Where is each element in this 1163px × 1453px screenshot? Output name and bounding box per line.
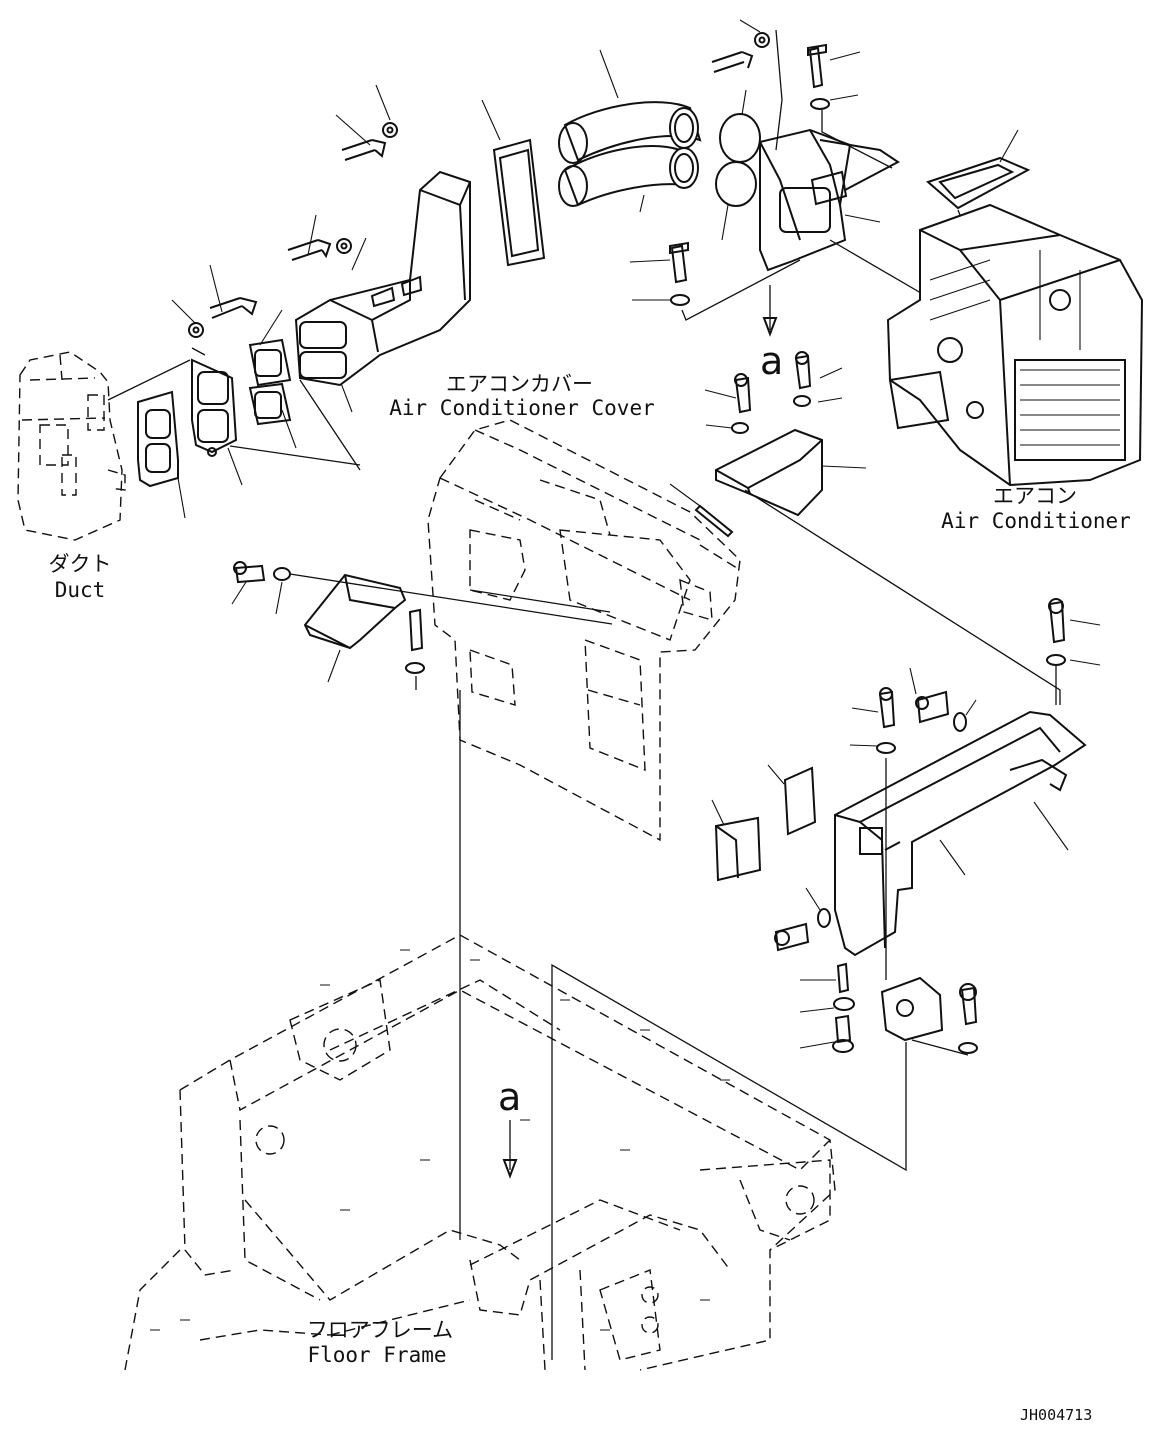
air-conditioner-cover [427, 419, 741, 842]
ac-label-jp: エアコン [993, 484, 1077, 508]
reference-mark-upper: a [760, 339, 784, 383]
floor-label-jp: フロアフレーム [306, 1318, 454, 1342]
side-cover-pads [714, 766, 817, 882]
cover-label-en: Air Conditioner Cover [389, 396, 655, 420]
hose-clamps [715, 113, 761, 207]
air-conditioner-unit [886, 203, 1144, 487]
cover-left-bracket [233, 561, 425, 674]
cover-label-jp: エアコンカバー [446, 372, 593, 396]
filter-part [926, 156, 1031, 210]
reference-mark-lower: a [498, 1075, 522, 1119]
duct-gasket [137, 390, 179, 488]
gasket-center [492, 138, 546, 267]
duct-bolts [188, 122, 398, 338]
lower-bracket-parts [832, 962, 978, 1054]
bracket-bolts [669, 32, 830, 306]
upper-duct-part [294, 170, 471, 387]
duct-label-en: Duct [54, 578, 106, 602]
floor-label-en: Floor Frame [307, 1343, 447, 1367]
duct-connector-parts [248, 338, 292, 426]
side-cover-assembly [834, 710, 1087, 957]
duct-part [17, 351, 126, 541]
side-cover-bolts [774, 598, 1066, 952]
cover-screws [694, 351, 812, 538]
document-id: JH004713 [1020, 1406, 1093, 1424]
floor-frame [124, 934, 836, 1371]
cover-plate [715, 428, 823, 517]
duct-label-jp: ダクト [48, 552, 112, 576]
duct-frame-part [191, 358, 238, 457]
ac-label-en: Air Conditioner [941, 509, 1131, 533]
duct-bracket [759, 128, 900, 272]
hose-pair [558, 101, 702, 207]
